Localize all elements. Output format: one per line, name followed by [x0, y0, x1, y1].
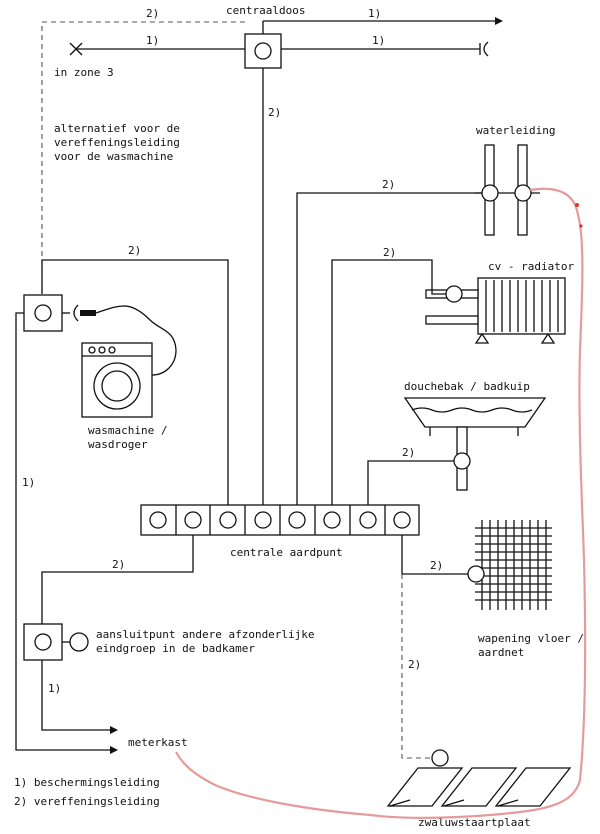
wasmachine-label: wasmachine / [88, 424, 167, 437]
marker-2: 2) [382, 178, 395, 191]
dashed-wire [401, 574, 432, 759]
red-dot [579, 224, 583, 228]
wire [296, 192, 482, 505]
marker-2: 2) [383, 246, 396, 259]
marker-2: 2) [268, 106, 281, 119]
cross-icon [69, 42, 83, 56]
alternatief-label: vereffeningsleiding [54, 136, 180, 149]
wire [15, 312, 110, 751]
centraaldoos-label: centraaldoos [226, 4, 305, 17]
marker-2: 2) [112, 558, 125, 571]
cv-radiator-label: cv - radiator [488, 260, 574, 273]
earth-bar [140, 504, 420, 536]
socket-terminal [34, 633, 52, 651]
power-cord [95, 305, 177, 376]
alternatief-label: alternatief voor de [54, 122, 180, 135]
alternatief-label: voor de wasmachine [54, 150, 173, 163]
marker-2: 2) [430, 559, 443, 572]
wire [367, 460, 454, 505]
connection-circle-icon [69, 632, 89, 652]
dovetail-plate-icon [386, 749, 572, 807]
marker-2: 2) [402, 446, 415, 459]
marker-2: 2) [146, 7, 159, 20]
arrow-head-icon [110, 726, 118, 734]
wapening-label: wapening vloer / [478, 632, 584, 645]
rebar-mesh-icon [467, 520, 552, 610]
arrow-head-icon [495, 17, 503, 25]
meterkast-label: meterkast [128, 736, 188, 749]
marker-2: 2) [128, 244, 141, 257]
water-pipe-icon [475, 144, 540, 236]
in-zone-3-label: in zone 3 [54, 66, 114, 79]
centraaldoos-terminal [254, 42, 272, 60]
legend-item-2: 2) vereffeningsleiding [14, 795, 160, 808]
arrow-head-icon [110, 746, 118, 754]
wasmachine-label: wasdroger [88, 438, 148, 451]
marker-1: 1) [146, 34, 159, 47]
marker-1: 1) [372, 34, 385, 47]
wire [41, 259, 229, 505]
alternative-dashed-wire [41, 21, 245, 294]
marker-1: 1) [368, 7, 381, 20]
wasmachine-socket-box [23, 294, 63, 332]
socket-icon [73, 304, 79, 322]
centrale-aardpunt-label: centrale aardpunt [230, 546, 343, 559]
wire [331, 259, 446, 505]
washing-machine-icon [81, 342, 153, 418]
douchebak-label: douchebak / badkuip [404, 380, 530, 393]
marker-1: 1) [22, 476, 35, 489]
marker-2: 2) [408, 658, 421, 671]
legend-item-1: 1) beschermingsleiding [14, 776, 160, 789]
plug-icon [80, 310, 96, 316]
socket-icon [483, 41, 489, 57]
zwaluwstaartplaat-label: zwaluwstaartplaat [418, 816, 531, 829]
aansluitpunt-label: eindgroep in de badkamer [96, 642, 255, 655]
red-dot [575, 203, 579, 207]
marker-1: 1) [48, 682, 61, 695]
socket-terminal [34, 304, 52, 322]
radiator-icon [425, 277, 566, 344]
wapening-label: aardnet [478, 646, 524, 659]
red-annotation-line [175, 187, 587, 819]
waterleiding-label: waterleiding [476, 124, 555, 137]
aansluitpunt-label: aansluitpunt andere afzonderlijke [96, 628, 315, 641]
wire [41, 535, 194, 731]
bathtub-icon [403, 397, 547, 491]
